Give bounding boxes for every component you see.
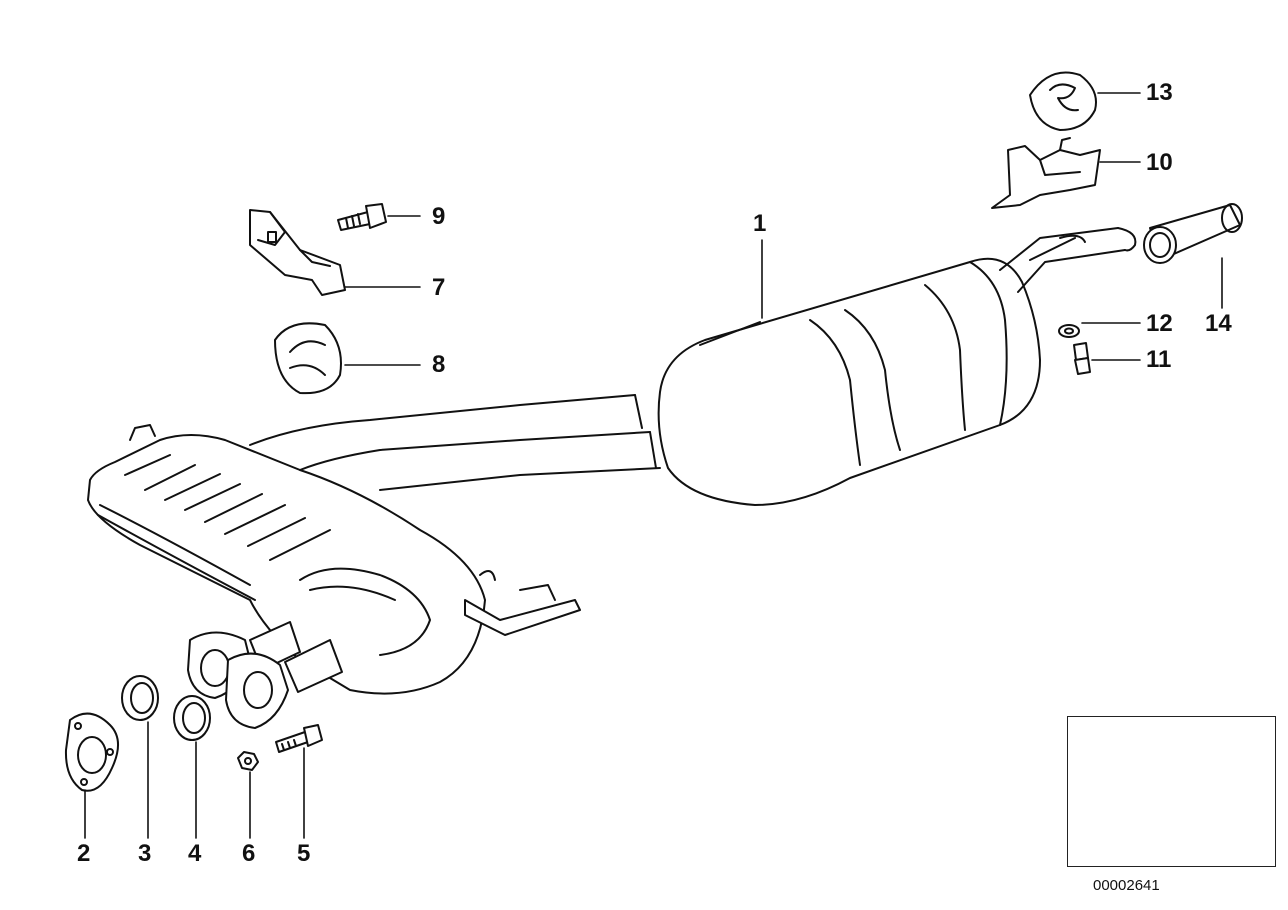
- callout-8: 8: [432, 351, 446, 378]
- callout-3: 3: [138, 840, 152, 867]
- part-bracket-7-drawing: [249, 209, 346, 296]
- callout-9: 9: [432, 203, 446, 230]
- front-flanges-drawing: [187, 631, 289, 729]
- part-bracket-10-drawing: [991, 137, 1101, 209]
- callout-1: 1: [753, 210, 767, 237]
- rear-silencer-drawing: [657, 227, 1137, 506]
- part-mount-8-drawing: [274, 322, 342, 395]
- callout-14: 14: [1205, 310, 1232, 337]
- part-nut-drawing: [237, 751, 259, 771]
- callout-6: 6: [242, 840, 256, 867]
- part-tailpipe-trim-drawing: [1143, 203, 1243, 264]
- callout-5: 5: [297, 840, 311, 867]
- front-muffler-drawing: [87, 424, 581, 695]
- part-bolt-9-drawing: [337, 203, 387, 231]
- part-washer-drawing: [1058, 324, 1080, 338]
- connecting-pipes-drawing: [249, 394, 661, 491]
- callout-7: 7: [432, 274, 446, 301]
- part-flange-drawing: [64, 712, 119, 792]
- callout-10: 10: [1146, 149, 1173, 176]
- part-bolt-11-drawing: [1073, 342, 1091, 375]
- diagram-reference-number: 00002641: [1093, 877, 1160, 894]
- callout-11: 11: [1146, 346, 1172, 373]
- part-bolt-5-drawing: [275, 724, 323, 753]
- part-gasket-3-drawing: [121, 675, 159, 721]
- locator-inset-frame: [1067, 716, 1276, 867]
- callout-13: 13: [1146, 79, 1173, 106]
- part-ring-13-drawing: [1029, 71, 1097, 131]
- callout-2: 2: [77, 840, 91, 867]
- callout-4: 4: [188, 840, 202, 867]
- part-gasket-4-drawing: [173, 695, 211, 741]
- callout-12: 12: [1146, 310, 1173, 337]
- leader-lines: [84, 92, 1223, 839]
